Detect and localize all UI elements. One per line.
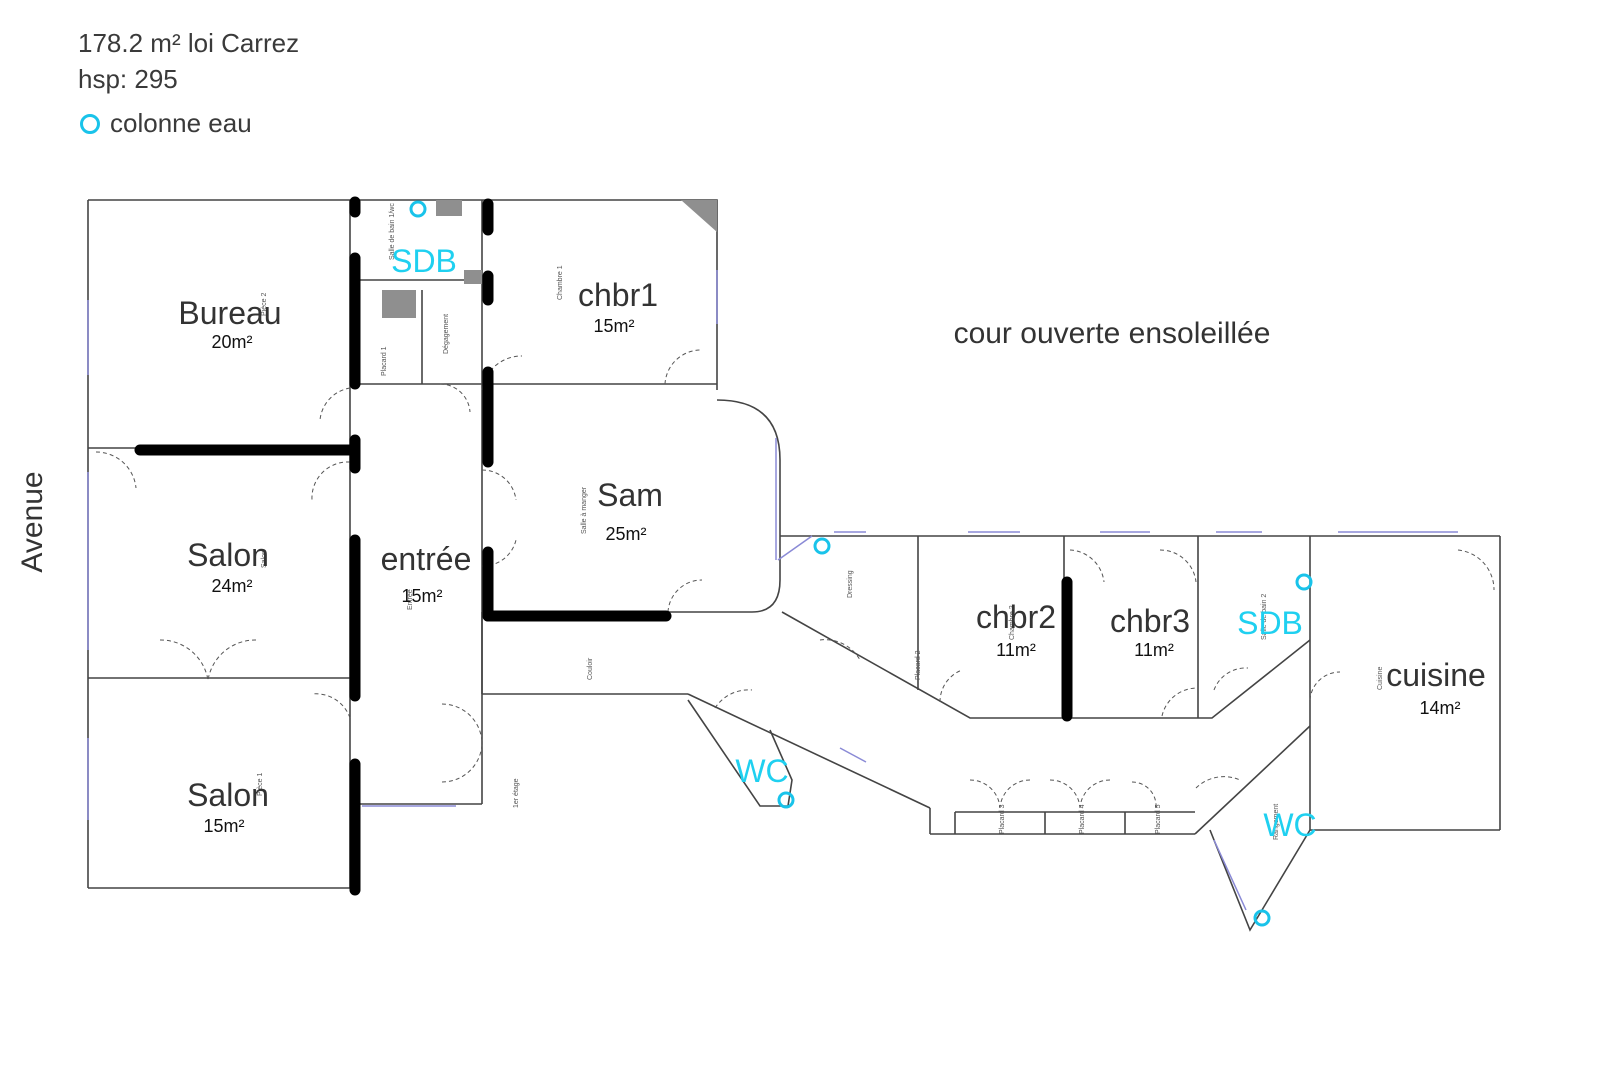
wet-room-sdb-2: SDB	[1237, 605, 1303, 641]
room-name-chbr2: chbr2	[976, 599, 1056, 635]
small-label: Pièce 1	[257, 773, 264, 796]
room-name-chbr3: chbr3	[1110, 603, 1190, 639]
small-label: Salle à manger	[581, 486, 588, 534]
room-area-cuisine: 14m²	[1419, 698, 1460, 718]
water-column-icon	[80, 113, 100, 134]
ceiling-height: hsp: 295	[78, 64, 178, 94]
room-name-bureau: Bureau	[178, 295, 281, 331]
water-columns	[409, 200, 1313, 927]
small-label: Placard 1	[381, 346, 388, 376]
doors	[95, 349, 1495, 809]
small-label: Salon	[261, 550, 268, 568]
water-column-icon	[1295, 573, 1313, 591]
small-label: Dégagement	[443, 314, 450, 354]
room-name-chbr1: chbr1	[578, 277, 658, 313]
total-area: 178.2 m² loi Carrez	[78, 28, 300, 58]
small-label: Entrée	[407, 589, 414, 610]
room-area-sam: 25m²	[605, 524, 646, 544]
room-area-salon-2: 15m²	[203, 816, 244, 836]
room-area-bureau: 20m²	[211, 332, 252, 352]
legend-label: colonne eau	[110, 108, 252, 138]
room-labels: Bureau 20m² Salon 24m² Salon 15m² entrée…	[178, 243, 1485, 843]
room-name-cuisine: cuisine	[1386, 657, 1486, 693]
small-label: Dressing	[847, 570, 854, 598]
room-area-salon-1: 24m²	[211, 576, 252, 596]
small-label: Placard 2	[915, 650, 922, 680]
room-area-chbr3: 11m²	[1134, 640, 1174, 660]
small-label: Cuisine	[1377, 667, 1384, 690]
room-area-entree: 15m²	[401, 586, 442, 606]
legend: colonne eau	[80, 108, 252, 139]
room-name-salon-1: Salon	[187, 537, 269, 573]
small-label: Placard 4	[1079, 804, 1086, 834]
room-area-chbr2: 11m²	[996, 640, 1036, 660]
small-labels: Salle de bain 1/wc Chambre 1 Placard 1 D…	[257, 203, 1384, 840]
small-label: Salle de bain 2	[1261, 594, 1268, 640]
small-label: Chambre 1	[557, 265, 564, 300]
water-column-icon	[813, 537, 831, 555]
small-label: Rangement	[1273, 804, 1280, 840]
wet-room-wc-1: WC	[735, 753, 788, 789]
room-area-chbr1: 15m²	[593, 316, 634, 336]
small-label: Pièce 2	[261, 293, 268, 316]
small-label: Salle de bain 1/wc	[389, 203, 396, 260]
wet-room-sdb-1: SDB	[391, 243, 457, 279]
small-label: Couloir	[587, 657, 594, 680]
small-label: Placard 5	[1155, 804, 1162, 834]
water-column-icon	[1253, 909, 1271, 927]
small-label: Chambre 2	[1009, 605, 1016, 640]
water-column-icon	[777, 791, 795, 809]
room-name-sam: Sam	[597, 477, 663, 513]
room-name-entree: entrée	[381, 541, 472, 577]
windows	[87, 270, 1458, 911]
water-column-icon	[409, 200, 427, 218]
outside-label: cour ouverte ensoleillée	[954, 317, 1271, 350]
street-label: Avenue	[16, 471, 49, 572]
room-name-salon-2: Salon	[187, 777, 269, 813]
wet-room-wc-2: WC	[1263, 807, 1316, 843]
load-bearing-walls	[134, 196, 1073, 896]
small-label: Placard 3	[999, 804, 1006, 834]
small-label: 1er étage	[513, 778, 520, 808]
